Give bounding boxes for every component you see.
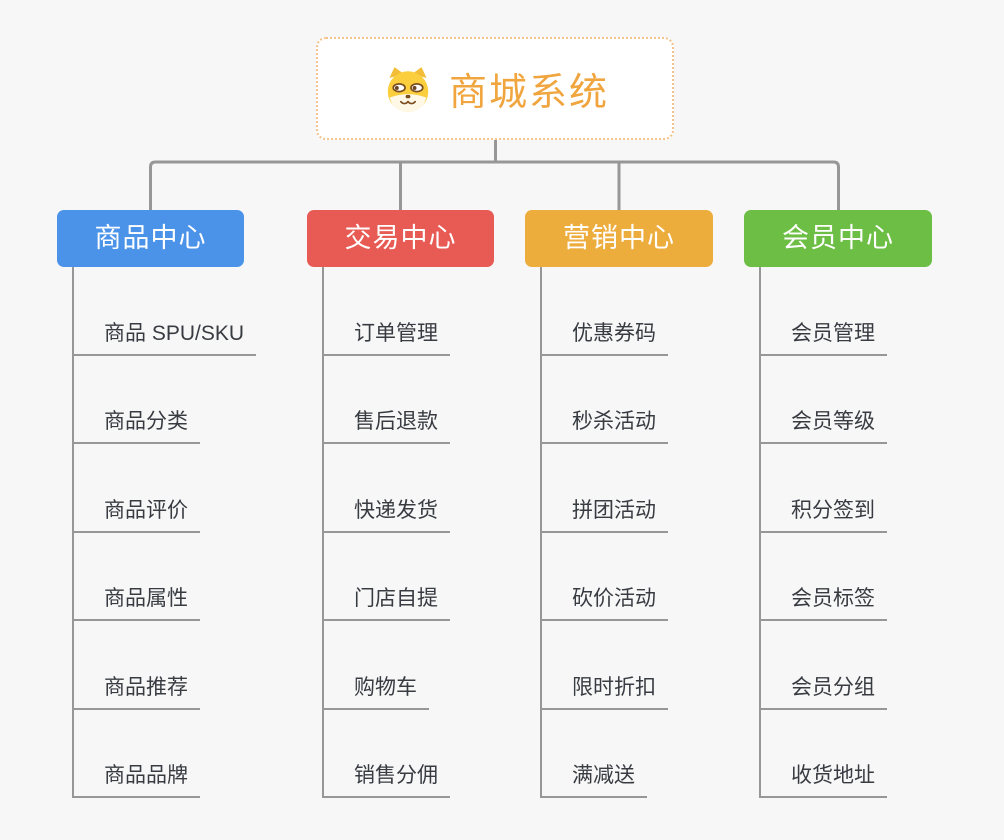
root-node[interactable]: 商城系统 (316, 37, 674, 140)
mindmap-item-label: 秒杀活动 (542, 405, 668, 444)
mindmap-item[interactable]: 商品评价 (74, 444, 256, 533)
mindmap-item-label: 销售分佣 (324, 759, 450, 798)
mindmap-item[interactable]: 会员管理 (761, 267, 887, 356)
mindmap-item-label: 限时折扣 (542, 671, 668, 710)
mindmap-item-label: 满减送 (542, 759, 647, 798)
mindmap-item-label: 积分签到 (761, 494, 887, 533)
mindmap-item[interactable]: 收货地址 (761, 710, 887, 798)
branch-header-trade-center[interactable]: 交易中心 (307, 210, 494, 267)
mindmap-item[interactable]: 会员分组 (761, 621, 887, 710)
mindmap-item-label: 门店自提 (324, 582, 450, 621)
mindmap-item-label: 订单管理 (324, 317, 450, 356)
mindmap-item[interactable]: 购物车 (324, 621, 450, 710)
branch-header-marketing-center[interactable]: 营销中心 (525, 210, 713, 267)
mindmap-item-label: 购物车 (324, 671, 429, 710)
branch-header-member-center[interactable]: 会员中心 (744, 210, 932, 267)
mindmap-item-label: 会员标签 (761, 582, 887, 621)
dog-face-icon (387, 66, 429, 112)
mindmap-item-label: 快递发货 (324, 494, 450, 533)
mindmap-item[interactable]: 秒杀活动 (542, 356, 668, 444)
mindmap-item[interactable]: 门店自提 (324, 533, 450, 621)
mindmap-item[interactable]: 销售分佣 (324, 710, 450, 798)
mindmap-item-label: 商品属性 (74, 582, 200, 621)
branch-items-member-center: 会员管理会员等级积分签到会员标签会员分组收货地址 (759, 267, 887, 798)
mindmap-item[interactable]: 商品分类 (74, 356, 256, 444)
mindmap-item[interactable]: 商品 SPU/SKU (74, 267, 257, 356)
branch-items-product-center: 商品 SPU/SKU 商品分类商品评价商品属性商品推荐商品品牌 (72, 267, 257, 798)
mindmap-item[interactable]: 砍价活动 (542, 533, 668, 621)
mindmap-item-label: 商品分类 (74, 405, 200, 444)
mindmap-item-label: 收货地址 (761, 759, 887, 798)
mindmap-item-label: 售后退款 (324, 405, 450, 444)
mindmap-item-label: 商品 SPU/SKU (74, 317, 257, 356)
root-title: 商城系统 (448, 72, 609, 114)
mindmap-item-label: 会员分组 (761, 671, 887, 710)
mindmap-item-label: 优惠券码 (542, 317, 668, 356)
mindmap-item-label: 商品推荐 (74, 671, 200, 710)
mindmap-item[interactable]: 售后退款 (324, 356, 450, 444)
mindmap-item[interactable]: 会员等级 (761, 356, 887, 444)
mindmap-item-label: 砍价活动 (542, 582, 668, 621)
mindmap-item-label: 会员等级 (761, 405, 887, 444)
mindmap-item[interactable]: 优惠券码 (542, 267, 668, 356)
mindmap-item[interactable]: 商品品牌 (74, 710, 256, 798)
branch-items-marketing-center: 优惠券码秒杀活动拼团活动砍价活动限时折扣满减送 (540, 267, 668, 798)
mindmap-item-label: 拼团活动 (542, 494, 668, 533)
mindmap-item-label: 商品评价 (74, 494, 200, 533)
branch-header-product-center[interactable]: 商品中心 (57, 210, 244, 267)
mindmap-item[interactable]: 商品推荐 (74, 621, 256, 710)
mindmap-item[interactable]: 积分签到 (761, 444, 887, 533)
mindmap-item[interactable]: 限时折扣 (542, 621, 668, 710)
mindmap-item[interactable]: 商品属性 (74, 533, 256, 621)
mindmap-item-label: 会员管理 (761, 317, 887, 356)
mindmap-item[interactable]: 快递发货 (324, 444, 450, 533)
mindmap-item[interactable]: 拼团活动 (542, 444, 668, 533)
mindmap-item[interactable]: 满减送 (542, 710, 668, 798)
mindmap-item[interactable]: 订单管理 (324, 267, 450, 356)
branch-items-trade-center: 订单管理售后退款快递发货门店自提购物车销售分佣 (322, 267, 450, 798)
mindmap-item-label: 商品品牌 (74, 759, 200, 798)
mindmap-item[interactable]: 会员标签 (761, 533, 887, 621)
